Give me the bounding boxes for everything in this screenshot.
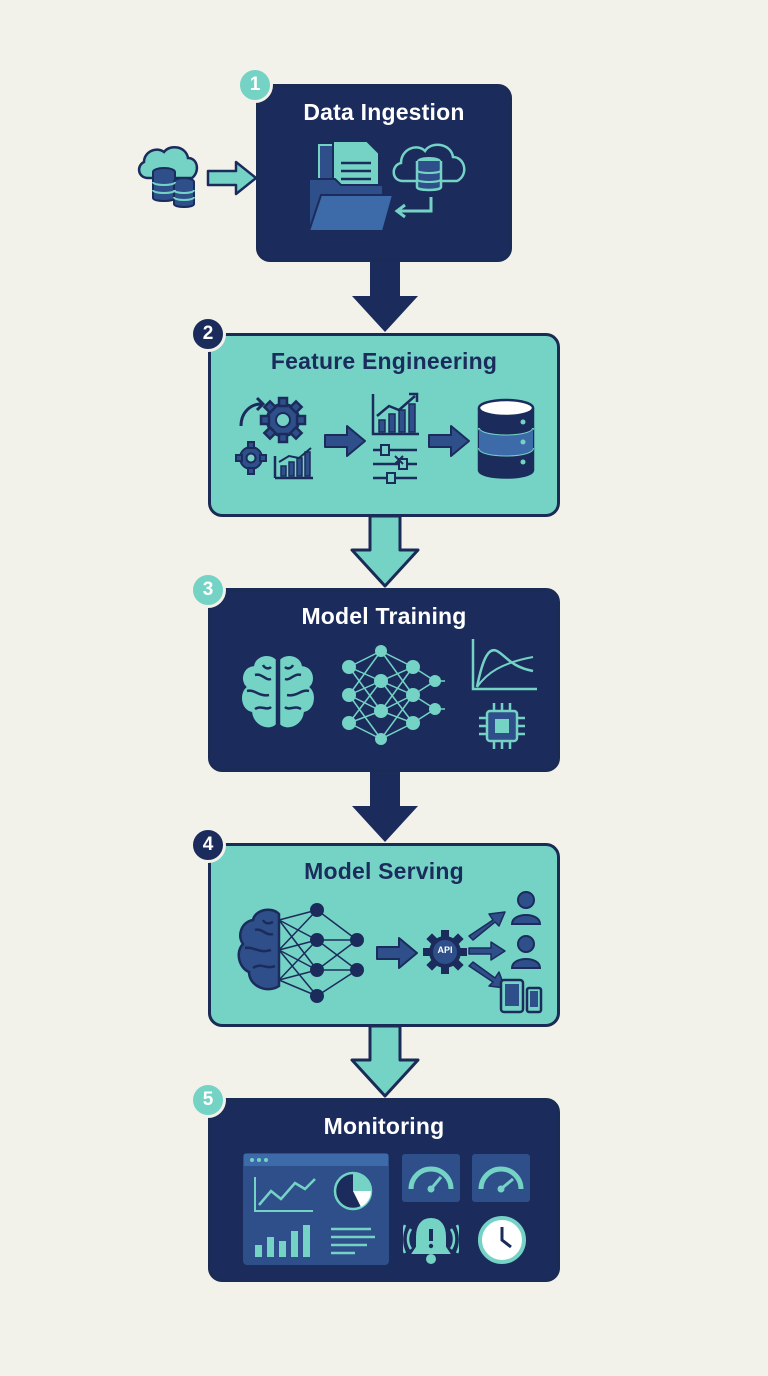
arrow-right-icon: [206, 160, 258, 196]
alert-bell-icon: [403, 1217, 459, 1264]
gauge-icon: [402, 1154, 460, 1202]
chart-sliders-icon: [371, 392, 419, 484]
arrow-3-to-4: [352, 772, 418, 842]
distribution-arrows-icon: [468, 911, 506, 989]
stage-title: Data Ingestion: [303, 99, 465, 125]
user-icon: [510, 935, 542, 969]
neural-network-icon: [342, 645, 445, 745]
gears-cycle-icon: [235, 396, 313, 480]
step-badge-4: 4: [190, 827, 226, 863]
brain-network-icon: [237, 903, 364, 1003]
cloud-database-icon: [392, 143, 466, 219]
stage-card-model-training: Model Training: [208, 588, 560, 772]
learning-curve-chart-icon: [471, 639, 537, 691]
user-icon: [510, 891, 542, 925]
stage-title: Feature Engineering: [270, 348, 498, 374]
arrow-2-to-3: [350, 516, 420, 588]
arrow-right-icon: [324, 425, 366, 457]
stage-title: Model Training: [301, 603, 467, 629]
step-badge-1: 1: [237, 67, 273, 103]
stage-card-monitoring: Monitoring: [208, 1098, 560, 1282]
step-badge-2: 2: [190, 316, 226, 352]
dashboard-window-icon: [243, 1153, 389, 1265]
database-stack-icon: [477, 398, 535, 479]
arrow-right-icon: [376, 937, 418, 969]
arrow-right-icon: [428, 425, 470, 457]
arrow-4-to-5: [350, 1026, 420, 1098]
devices-icon: [499, 978, 543, 1014]
cpu-chip-icon: [479, 703, 525, 749]
brain-icon: [239, 653, 317, 730]
folder-documents-icon: [307, 140, 395, 232]
stage-title: Model Serving: [304, 858, 464, 884]
stage-card-feature-engineering: Feature Engineering: [208, 333, 560, 517]
stage-title: Monitoring: [323, 1113, 445, 1139]
api-gear-icon: API: [423, 930, 467, 974]
step-badge-3: 3: [190, 572, 226, 608]
clock-icon: [478, 1216, 526, 1264]
stage-card-model-serving: Model Serving: [208, 843, 560, 1027]
step-badge-5: 5: [190, 1082, 226, 1118]
cloud-database-source-icon: [137, 145, 199, 208]
stage-card-data-ingestion: Data Ingestion: [256, 84, 512, 262]
gauge-icon: [472, 1154, 530, 1202]
arrow-1-to-2: [352, 262, 418, 332]
api-label: API: [437, 945, 453, 955]
